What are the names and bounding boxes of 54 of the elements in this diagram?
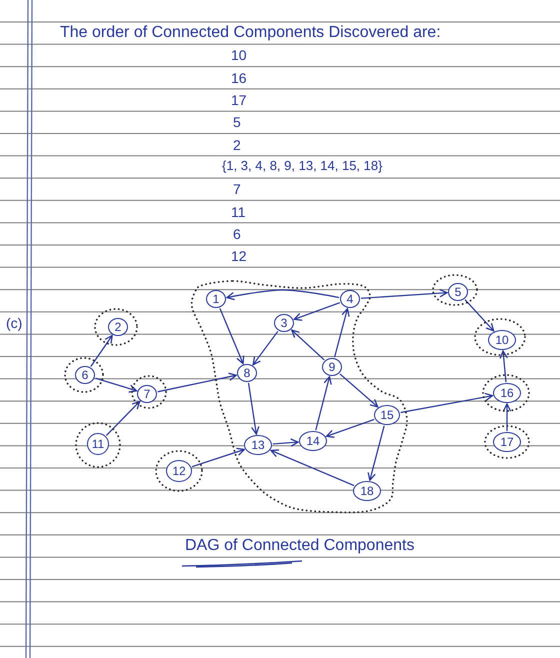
- vertex-circle: 1: [206, 290, 226, 308]
- arrow: [192, 448, 245, 468]
- arrow: [500, 350, 508, 382]
- vertex-circle: 5: [448, 283, 468, 301]
- arrow: [326, 418, 374, 438]
- caption: DAG of Connected Components: [185, 536, 414, 556]
- vertex-circle: 3: [274, 314, 294, 332]
- vertex-circle: 18: [353, 481, 381, 501]
- arrow: [334, 308, 350, 358]
- arrow: [291, 329, 325, 360]
- arrow: [158, 372, 237, 392]
- vertex-circle: 9: [322, 358, 342, 376]
- vertex-circle: 6: [75, 366, 95, 384]
- list-item: 11: [231, 204, 246, 220]
- vertex-circle: 8: [237, 364, 257, 382]
- vertex-circle: 17: [493, 432, 521, 452]
- arrow: [368, 426, 385, 481]
- part-label: (c): [6, 315, 22, 332]
- vertex-circle: 4: [340, 290, 360, 308]
- arrow: [360, 288, 448, 299]
- vertex-circle: 16: [493, 383, 521, 403]
- arrow: [226, 289, 340, 300]
- vertex-circle: 11: [87, 433, 109, 455]
- arrow: [219, 308, 244, 364]
- arrow: [400, 392, 494, 414]
- arrow: [90, 334, 113, 367]
- arrow: [294, 302, 340, 321]
- arrow: [248, 382, 260, 435]
- vertex-circle: 13: [244, 435, 272, 455]
- list-item: 17: [231, 92, 247, 108]
- vertex-circle: 12: [166, 460, 192, 482]
- vertex-circle: 10: [488, 330, 516, 350]
- vertex-circle: 15: [374, 405, 400, 425]
- arrow: [502, 403, 512, 431]
- arrow: [315, 376, 332, 430]
- arrow: [270, 449, 354, 486]
- vertex-circle: 14: [299, 431, 327, 451]
- arrow: [464, 299, 494, 332]
- vertex-circle: 2: [108, 318, 128, 336]
- list-item: 5: [233, 114, 241, 130]
- list-item: 2: [233, 136, 241, 153]
- list-item: {1, 3, 4, 8, 9, 13, 14, 15, 18}: [222, 159, 382, 174]
- arrow: [95, 378, 138, 393]
- note-text: The order of Connected Components Discovered are:: [60, 24, 441, 42]
- list-item: 7: [233, 181, 241, 198]
- arrow: [272, 438, 299, 447]
- list-item: 12: [231, 248, 247, 264]
- list-item: 6: [233, 226, 241, 242]
- list-item: 10: [231, 47, 247, 64]
- vertex-circle: 7: [137, 385, 157, 403]
- arrow: [252, 330, 278, 366]
- list-item: 16: [231, 70, 247, 86]
- arrow: [106, 400, 140, 436]
- arrow: [340, 373, 378, 408]
